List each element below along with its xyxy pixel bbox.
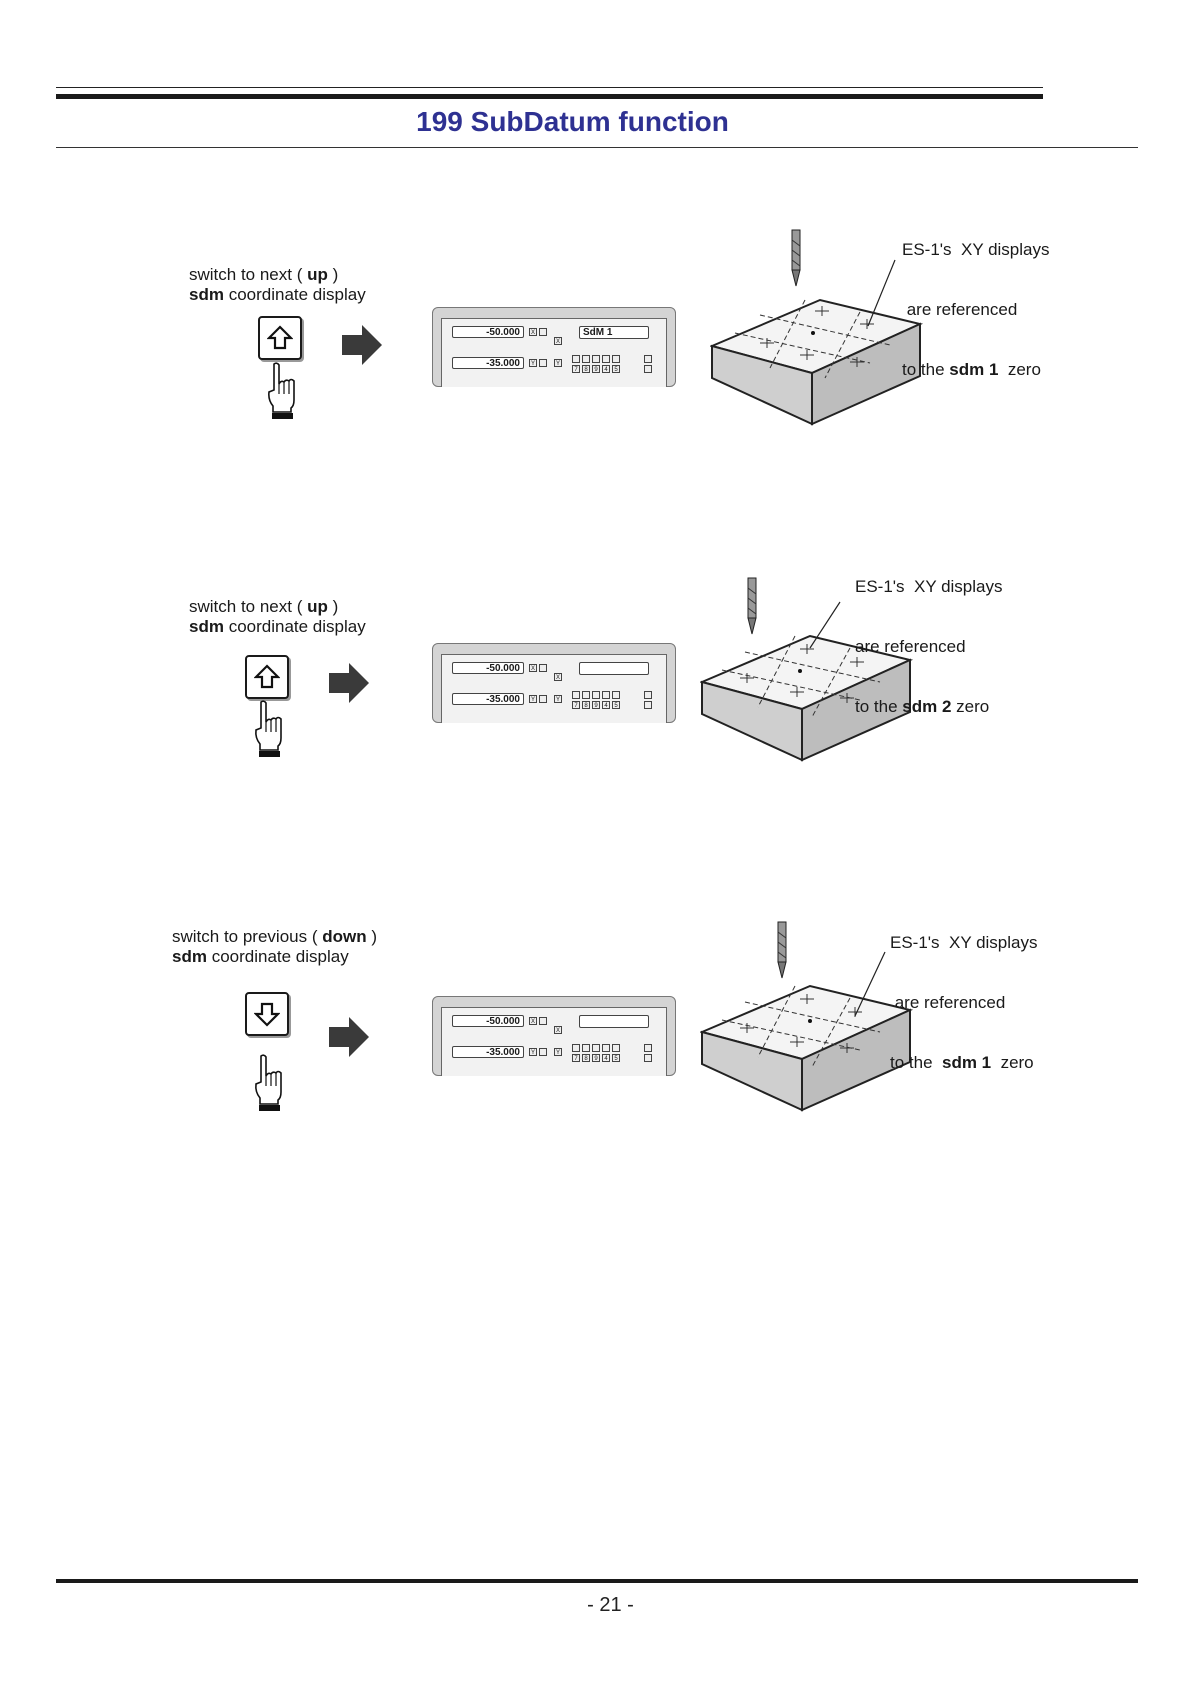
keypad-key[interactable]: 8: [582, 1054, 590, 1062]
message-display: [579, 662, 649, 675]
keypad-key[interactable]: 4: [602, 365, 610, 373]
panel-up-key[interactable]: [644, 691, 652, 699]
header-rule-thick: [56, 94, 1043, 99]
keypad-key[interactable]: 5: [612, 365, 620, 373]
keypad-key[interactable]: [582, 1044, 590, 1052]
x-select-key[interactable]: X: [554, 337, 562, 345]
keypad-key[interactable]: [582, 355, 590, 363]
up-key-button[interactable]: [258, 316, 302, 360]
panel-up-key[interactable]: [644, 1044, 652, 1052]
page-title: 199 SubDatum function: [416, 106, 729, 137]
y-axis-readout: -35.000: [452, 693, 524, 705]
dro-display-panel: -50.000 X X SdM 1 -35.000 Y Y 7 8 9 4 5: [432, 307, 676, 387]
step2-instruction: switch to next ( up ) sdm coordinate dis…: [189, 597, 366, 636]
keypad-key[interactable]: [612, 691, 620, 699]
dro-display-panel: -50.000 X X -35.000 Y Y 7 8 9 4 5: [432, 643, 676, 723]
workpiece-illustration: [710, 229, 924, 426]
keypad-key[interactable]: 7: [572, 1054, 580, 1062]
message-display: SdM 1: [579, 326, 649, 339]
arrow-up-icon: [267, 325, 293, 350]
keypad-key[interactable]: 9: [592, 1054, 600, 1062]
panel-down-key[interactable]: [644, 1054, 652, 1062]
x-axis-readout: -50.000: [452, 1015, 524, 1027]
pointing-hand-icon: [255, 1054, 282, 1111]
panel-down-key[interactable]: [644, 365, 652, 373]
workpiece-illustration: [700, 921, 914, 1112]
x-axis-key[interactable]: X: [529, 664, 537, 672]
y-axis-key[interactable]: Y: [529, 359, 537, 367]
x-zero-key[interactable]: [539, 664, 547, 672]
y-zero-key[interactable]: [539, 695, 547, 703]
x-axis-key[interactable]: X: [529, 328, 537, 336]
step1-callout: ES-1's XY displays are referenced to the…: [902, 240, 1050, 379]
keypad-key[interactable]: [572, 691, 580, 699]
panel-down-key[interactable]: [644, 701, 652, 709]
keypad-key[interactable]: 9: [592, 365, 600, 373]
y-select-key[interactable]: Y: [554, 695, 562, 703]
keypad-key[interactable]: 5: [612, 1054, 620, 1062]
x-axis-key[interactable]: X: [529, 1017, 537, 1025]
step2-callout: ES-1's XY displays are referenced to the…: [855, 577, 1003, 716]
x-axis-readout: -50.000: [452, 326, 524, 338]
y-select-key[interactable]: Y: [554, 1048, 562, 1056]
keypad-key[interactable]: 4: [602, 701, 610, 709]
y-zero-key[interactable]: [539, 1048, 547, 1056]
keypad-key[interactable]: 8: [582, 701, 590, 709]
x-select-key[interactable]: X: [554, 673, 562, 681]
step3-instruction: switch to previous ( down ) sdm coordina…: [172, 927, 378, 966]
footer-rule: [56, 1579, 1138, 1583]
x-select-key[interactable]: X: [554, 1026, 562, 1034]
step3-callout: ES-1's XY displays are referenced to the…: [890, 933, 1038, 1072]
header-rule-thin: [56, 87, 1043, 88]
x-zero-key[interactable]: [539, 1017, 547, 1025]
keypad-key[interactable]: [612, 1044, 620, 1052]
y-axis-readout: -35.000: [452, 357, 524, 369]
y-axis-key[interactable]: Y: [529, 1048, 537, 1056]
dro-display-panel: -50.000 X X -35.000 Y Y 7 8 9 4 5: [432, 996, 676, 1076]
keypad-key[interactable]: [602, 355, 610, 363]
up-key-button[interactable]: [245, 655, 289, 699]
down-key-button[interactable]: [245, 992, 289, 1036]
keypad-key[interactable]: [612, 355, 620, 363]
keypad-key[interactable]: 7: [572, 701, 580, 709]
keypad-key[interactable]: [572, 355, 580, 363]
arrow-right-icon: [329, 1017, 369, 1057]
title-rule: [56, 147, 1138, 148]
keypad-key[interactable]: [602, 691, 610, 699]
x-axis-readout: -50.000: [452, 662, 524, 674]
pointing-hand-icon: [268, 362, 295, 419]
arrow-up-icon: [254, 664, 280, 689]
arrow-down-icon: [254, 1002, 280, 1027]
pointing-hand-icon: [255, 700, 282, 757]
keypad-key[interactable]: [592, 355, 600, 363]
keypad-key[interactable]: 8: [582, 365, 590, 373]
y-zero-key[interactable]: [539, 359, 547, 367]
keypad-key[interactable]: [582, 691, 590, 699]
arrow-right-icon: [342, 325, 382, 365]
y-axis-readout: -35.000: [452, 1046, 524, 1058]
message-display: [579, 1015, 649, 1028]
keypad-key[interactable]: 9: [592, 701, 600, 709]
arrow-right-icon: [329, 663, 369, 703]
y-select-key[interactable]: Y: [554, 359, 562, 367]
keypad-key[interactable]: [572, 1044, 580, 1052]
keypad-key[interactable]: 4: [602, 1054, 610, 1062]
workpiece-illustration: [700, 577, 914, 762]
panel-up-key[interactable]: [644, 355, 652, 363]
keypad-key[interactable]: [592, 1044, 600, 1052]
x-zero-key[interactable]: [539, 328, 547, 336]
keypad-key[interactable]: 7: [572, 365, 580, 373]
step1-instruction: switch to next ( up ) sdm coordinate dis…: [189, 265, 366, 304]
keypad-key[interactable]: [602, 1044, 610, 1052]
keypad-key[interactable]: 5: [612, 701, 620, 709]
keypad-key[interactable]: [592, 691, 600, 699]
y-axis-key[interactable]: Y: [529, 695, 537, 703]
page-number: - 21 -: [587, 1594, 634, 1616]
